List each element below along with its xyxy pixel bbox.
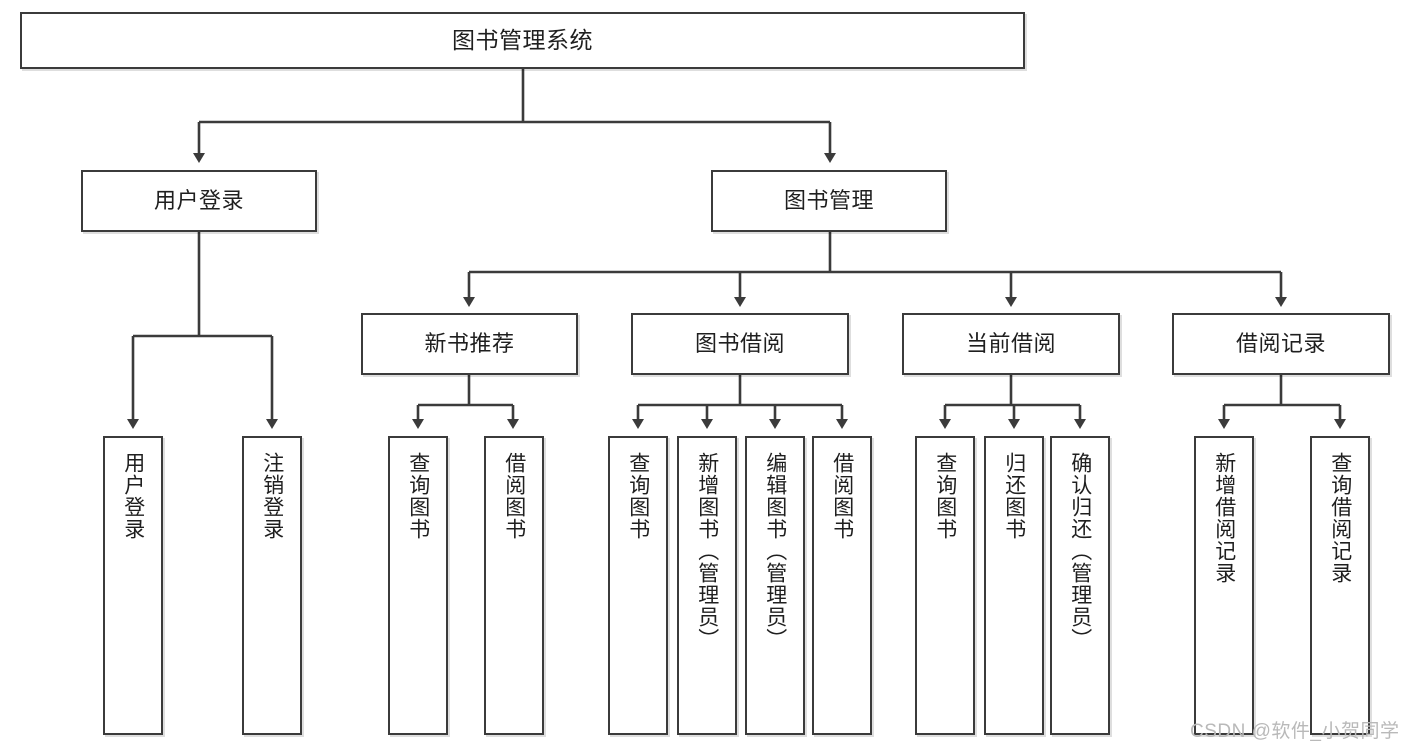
node-label: 借阅图书 (830, 452, 854, 540)
leaf-user-login-login[interactable]: 用户登录 (103, 436, 163, 735)
leaf-book-borrow-borrow-book[interactable]: 借阅图书 (812, 436, 872, 735)
leaf-book-borrow-edit-book-admin[interactable]: 编辑图书（管理员） (745, 436, 805, 735)
node-label: 查询图书 (406, 452, 430, 540)
node-label: 确认归还（管理员） (1068, 452, 1092, 650)
leaf-book-borrow-query-book[interactable]: 查询图书 (608, 436, 668, 735)
node-label: 查询图书 (626, 452, 650, 540)
csdn-watermark: CSDN @软件_小贺同学 (1190, 721, 1400, 742)
node-label: 查询借阅记录 (1328, 452, 1352, 584)
node-label: 编辑图书（管理员） (763, 452, 787, 650)
node-book-management[interactable]: 图书管理 (711, 170, 947, 232)
node-current-borrow[interactable]: 当前借阅 (902, 313, 1120, 375)
leaf-current-borrow-return-book[interactable]: 归还图书 (984, 436, 1044, 735)
node-label: 当前借阅 (965, 331, 1056, 357)
node-label: 新增图书（管理员） (695, 452, 719, 650)
node-label: 新书推荐 (424, 331, 515, 357)
node-label: 归还图书 (1002, 452, 1026, 540)
leaf-current-borrow-query-book[interactable]: 查询图书 (915, 436, 975, 735)
leaf-new-book-query-book[interactable]: 查询图书 (388, 436, 448, 735)
leaf-borrow-record-query-record[interactable]: 查询借阅记录 (1310, 436, 1370, 735)
node-label: 新增借阅记录 (1212, 452, 1236, 584)
node-label: 图书借阅 (694, 331, 785, 357)
leaf-user-login-logout[interactable]: 注销登录 (242, 436, 302, 735)
node-new-book-recommend[interactable]: 新书推荐 (361, 313, 578, 375)
leaf-new-book-borrow-book[interactable]: 借阅图书 (484, 436, 544, 735)
leaf-borrow-record-add-record[interactable]: 新增借阅记录 (1194, 436, 1254, 735)
node-label: 图书管理系统 (452, 26, 593, 53)
node-label: 用户登录 (153, 188, 244, 214)
node-label: 查询图书 (933, 452, 957, 540)
leaf-book-borrow-add-book-admin[interactable]: 新增图书（管理员） (677, 436, 737, 735)
node-borrow-record[interactable]: 借阅记录 (1172, 313, 1390, 375)
node-user-login[interactable]: 用户登录 (81, 170, 317, 232)
leaf-current-borrow-confirm-return-admin[interactable]: 确认归还（管理员） (1050, 436, 1110, 735)
node-label: 用户登录 (121, 452, 145, 540)
node-label: 借阅记录 (1235, 331, 1326, 357)
node-label: 图书管理 (783, 188, 874, 214)
node-label: 注销登录 (260, 452, 284, 540)
node-book-borrow[interactable]: 图书借阅 (631, 313, 849, 375)
node-label: 借阅图书 (502, 452, 526, 540)
node-root-book-management-system[interactable]: 图书管理系统 (20, 12, 1025, 69)
